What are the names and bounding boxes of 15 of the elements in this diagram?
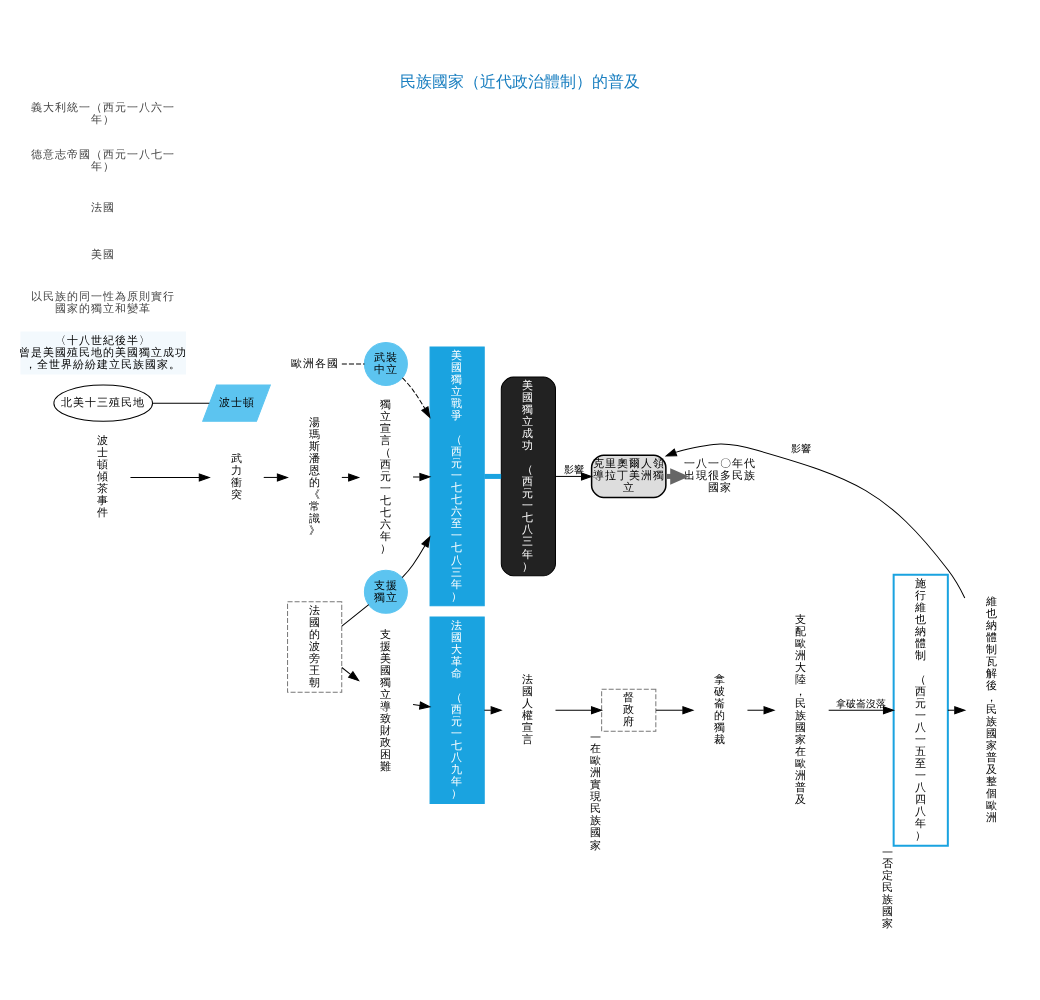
connector: [484, 473, 502, 479]
arrow: [828, 706, 894, 715]
arrow: [129, 473, 210, 482]
arrow: [401, 377, 431, 418]
arrow: [412, 472, 431, 481]
arrow: [555, 706, 602, 715]
connector: [152, 402, 210, 404]
arrow: [555, 472, 592, 481]
arrow: [401, 536, 431, 579]
arrow: [412, 701, 431, 710]
arrow: [263, 473, 288, 482]
arrow: [655, 706, 694, 715]
arrow: [341, 667, 360, 682]
arrow: [746, 706, 775, 715]
connector: [341, 604, 370, 627]
